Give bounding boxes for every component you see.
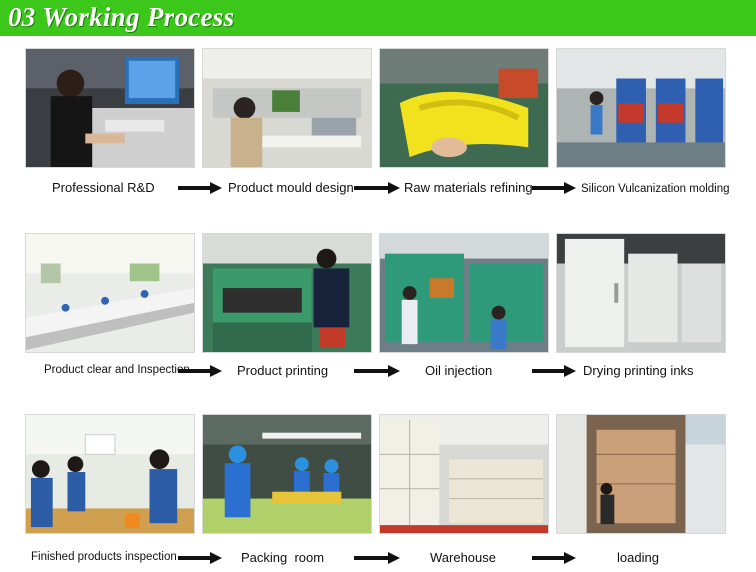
photo-raw-materials-refining [379, 48, 549, 168]
photo-oil-injection [379, 233, 549, 353]
step-label-packing-room: Packing room [241, 550, 325, 565]
step-label-oil-injection: Oil injection [425, 363, 493, 378]
photo-finished-products-inspection [25, 414, 195, 534]
photo-loading [556, 414, 726, 534]
arrow-right-icon [354, 365, 400, 377]
photo-silicon-vulcanization-molding [556, 48, 726, 168]
arrow-right-icon [532, 365, 576, 377]
step-label-product-printing: Product printing [237, 363, 329, 378]
arrow-right-icon [178, 552, 222, 564]
arrow-right-icon [532, 552, 576, 564]
step-label-warehouse: Warehouse [430, 550, 496, 565]
step-label-finished-products-inspection: Finished products inspection [31, 551, 177, 563]
photo-drying-printing-inks [556, 233, 726, 353]
section-title: 03 Working Process [8, 2, 235, 32]
photo-product-printing [202, 233, 372, 353]
photo-product-mould-design [202, 48, 372, 168]
arrow-right-icon [532, 182, 576, 194]
section-header: 03 Working Process [0, 0, 756, 36]
arrow-right-icon [178, 365, 222, 377]
photo-professional-rd [25, 48, 195, 168]
step-label-silicon-vulcanization-molding: Silicon Vulcanization molding [581, 183, 730, 195]
step-label-drying-printing-inks: Drying printing inks [583, 363, 694, 378]
photo-packing-room [202, 414, 372, 534]
step-label-professional-rd: Professional R&D [52, 180, 155, 195]
arrow-right-icon [354, 182, 400, 194]
step-label-product-clear-inspection: Product clear and Inspection [44, 364, 190, 376]
step-label-loading: loading [617, 550, 659, 565]
arrow-right-icon [178, 182, 222, 194]
photo-product-clear-inspection [25, 233, 195, 353]
step-label-product-mould-design: Product mould design [228, 180, 354, 195]
step-label-raw-materials-refining: Raw materials refining [404, 180, 533, 195]
photo-warehouse [379, 414, 549, 534]
arrow-right-icon [354, 552, 400, 564]
